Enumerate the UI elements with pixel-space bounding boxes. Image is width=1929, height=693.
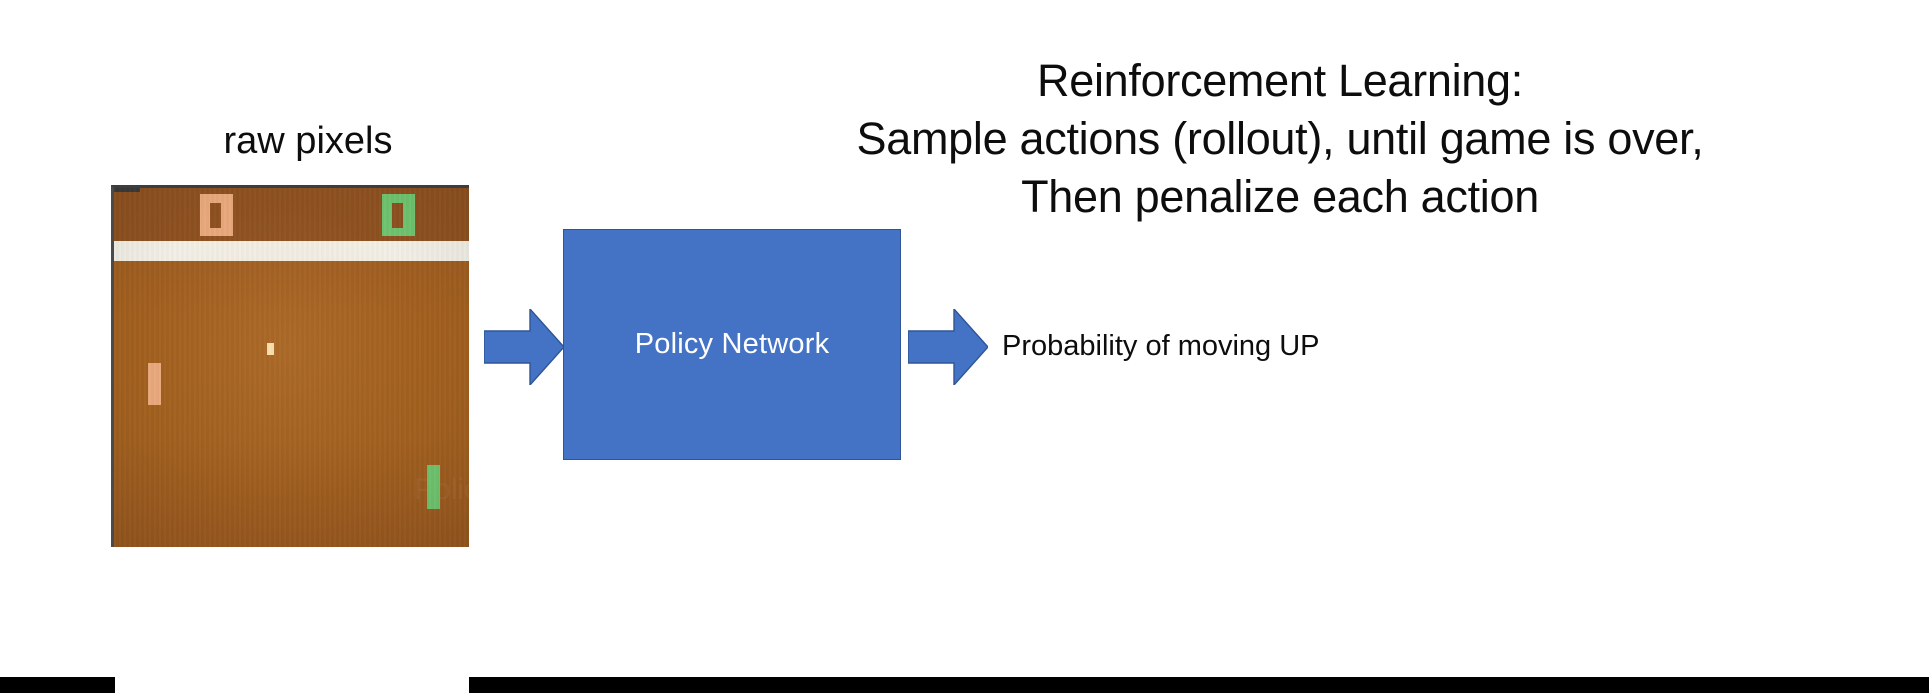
heading-line-3: Then penalize each action xyxy=(1021,171,1539,222)
pong-right-paddle xyxy=(427,465,440,509)
pong-left-score-digit xyxy=(200,194,233,236)
pong-ball xyxy=(267,343,274,355)
output-right-arrow-icon xyxy=(908,309,988,385)
input-right-arrow-icon xyxy=(484,309,564,385)
letterbox-bar-left xyxy=(0,677,115,693)
heading-block: Reinforcement Learning: Sample actions (… xyxy=(640,52,1920,226)
pong-game-screenshot: Policy Network xyxy=(111,185,469,547)
policy-network-box[interactable]: Policy Network xyxy=(563,229,901,460)
pong-ghost-text: Policy Network xyxy=(414,473,469,506)
pong-top-notch xyxy=(114,188,140,192)
policy-network-label: Policy Network xyxy=(634,328,830,360)
heading-line-1: Reinforcement Learning: xyxy=(1037,55,1523,106)
letterbox-bar-right xyxy=(469,677,1929,693)
heading-line-2: Sample actions (rollout), until game is … xyxy=(856,113,1704,164)
pong-left-score-digit-hole xyxy=(210,203,221,228)
pong-score-bar xyxy=(114,188,469,241)
pong-divider-bar xyxy=(114,241,469,261)
pong-right-score-digit-hole xyxy=(392,203,403,228)
raw-pixels-label: raw pixels xyxy=(223,120,393,162)
pong-left-paddle xyxy=(148,363,161,405)
pong-right-score-digit xyxy=(382,194,415,236)
output-probability-label: Probability of moving UP xyxy=(1002,330,1320,362)
